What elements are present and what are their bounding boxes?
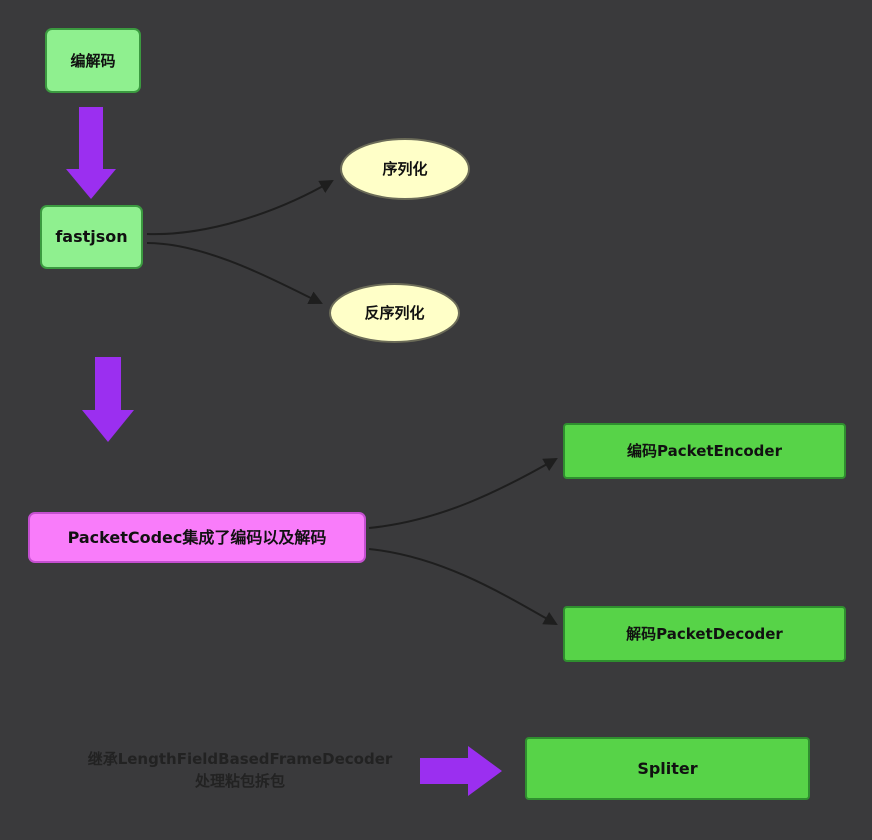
node-packet-encoder-label: 编码PacketEncoder: [627, 442, 782, 460]
edge-fastjson-serialize: [146, 179, 334, 236]
block-arrow-annotation-to-spliter: [420, 746, 502, 796]
edge-packetcodec-decoder: [368, 548, 558, 626]
node-serialize: 序列化: [340, 138, 470, 200]
node-packet-codec: PacketCodec集成了编码以及解码: [28, 512, 366, 563]
edge-fastjson-deserialize: [146, 242, 323, 305]
node-packet-encoder: 编码PacketEncoder: [563, 423, 846, 479]
node-deserialize: 反序列化: [329, 283, 460, 343]
node-fastjson-label: fastjson: [55, 227, 128, 247]
node-serialize-label: 序列化: [382, 160, 428, 178]
node-packet-decoder-label: 解码PacketDecoder: [626, 625, 783, 643]
node-spliter: Spliter: [525, 737, 810, 800]
node-fastjson: fastjson: [40, 205, 143, 269]
node-packet-codec-label: PacketCodec集成了编码以及解码: [67, 527, 327, 547]
spliter-annotation-line1: 继承LengthFieldBasedFrameDecoder: [87, 750, 393, 768]
node-codec: 编解码: [45, 28, 141, 93]
block-arrow-codec-to-fastjson: [66, 107, 116, 199]
node-deserialize-label: 反序列化: [364, 304, 425, 322]
node-spliter-label: Spliter: [637, 758, 698, 778]
node-codec-label: 编解码: [70, 51, 116, 70]
spliter-annotation-line2: 处理粘包拆包: [194, 771, 285, 790]
spliter-annotation: 继承LengthFieldBasedFrameDecoder 处理粘包拆包: [60, 749, 420, 793]
block-arrow-fastjson-to-packetcodec: [82, 357, 134, 442]
node-packet-decoder: 解码PacketDecoder: [563, 606, 846, 662]
edge-packetcodec-encoder: [368, 457, 558, 529]
